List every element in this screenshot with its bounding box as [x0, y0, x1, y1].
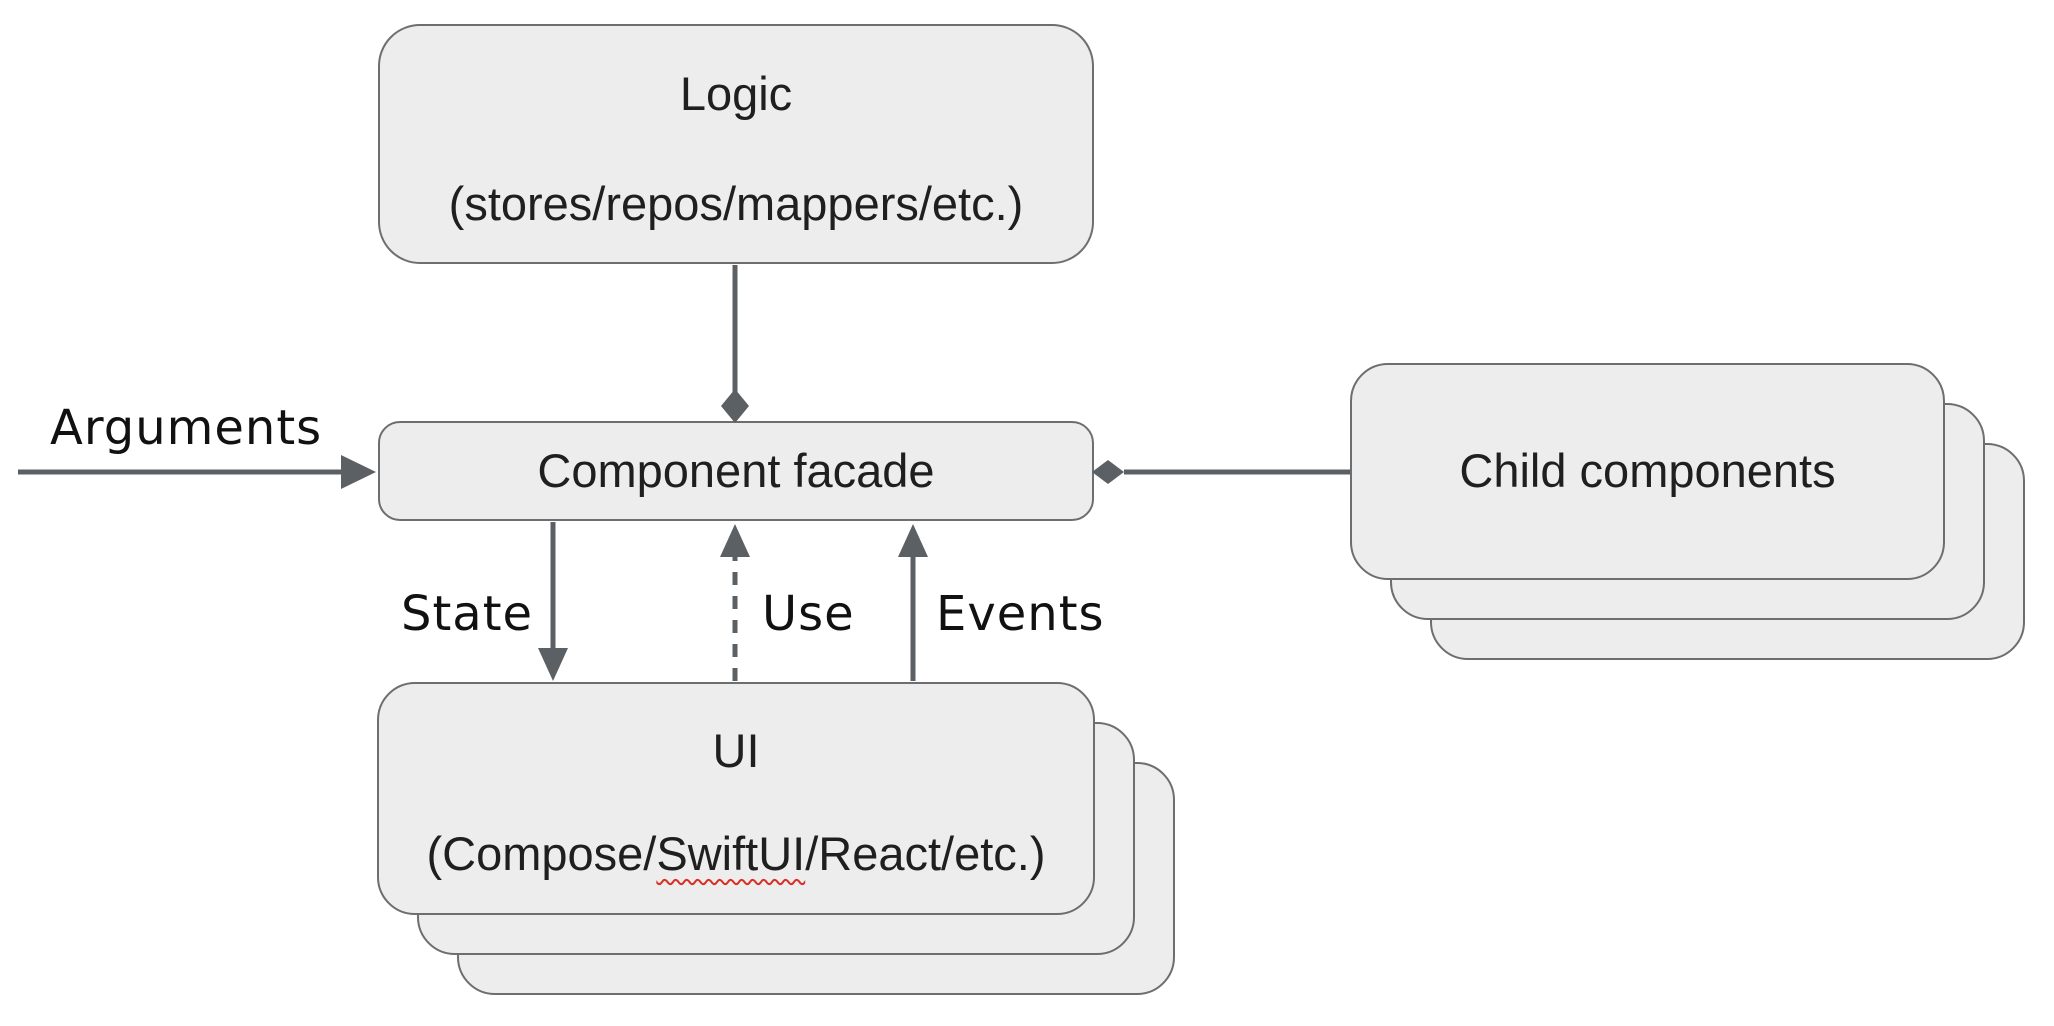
ui-subtitle: (Compose/SwiftUI/React/etc.)	[426, 827, 1045, 881]
ui-subtitle-misspelled-word: SwiftUI	[656, 826, 806, 880]
composition-diamond-right-icon	[1092, 460, 1124, 484]
state-arrowhead-icon	[538, 648, 568, 681]
state-edge-label: State	[401, 586, 534, 642]
component-facade-node: Component facade	[378, 421, 1094, 521]
child-components-node: Child components	[1350, 363, 1945, 580]
logic-subtitle: (stores/repos/mappers/etc.)	[448, 177, 1024, 230]
composition-diamond-top-icon	[721, 389, 749, 423]
logic-title: Logic	[679, 66, 793, 120]
use-arrowhead-icon	[720, 524, 750, 557]
component-facade-label: Component facade	[537, 443, 935, 497]
ui-node: UI (Compose/SwiftUI/React/etc.)	[377, 682, 1095, 915]
child-components-label: Child components	[1459, 444, 1836, 498]
events-arrowhead-icon	[898, 524, 928, 557]
ui-subtitle-prefix: (Compose/	[426, 826, 657, 880]
events-edge-label: Events	[936, 586, 1105, 642]
logic-node: Logic (stores/repos/mappers/etc.)	[378, 24, 1094, 264]
arguments-arrowhead-icon	[341, 455, 376, 489]
use-edge-label: Use	[762, 586, 855, 642]
arguments-edge-label: Arguments	[50, 400, 323, 456]
ui-title: UI	[712, 724, 760, 778]
ui-subtitle-suffix: /React/etc.)	[805, 826, 1046, 880]
